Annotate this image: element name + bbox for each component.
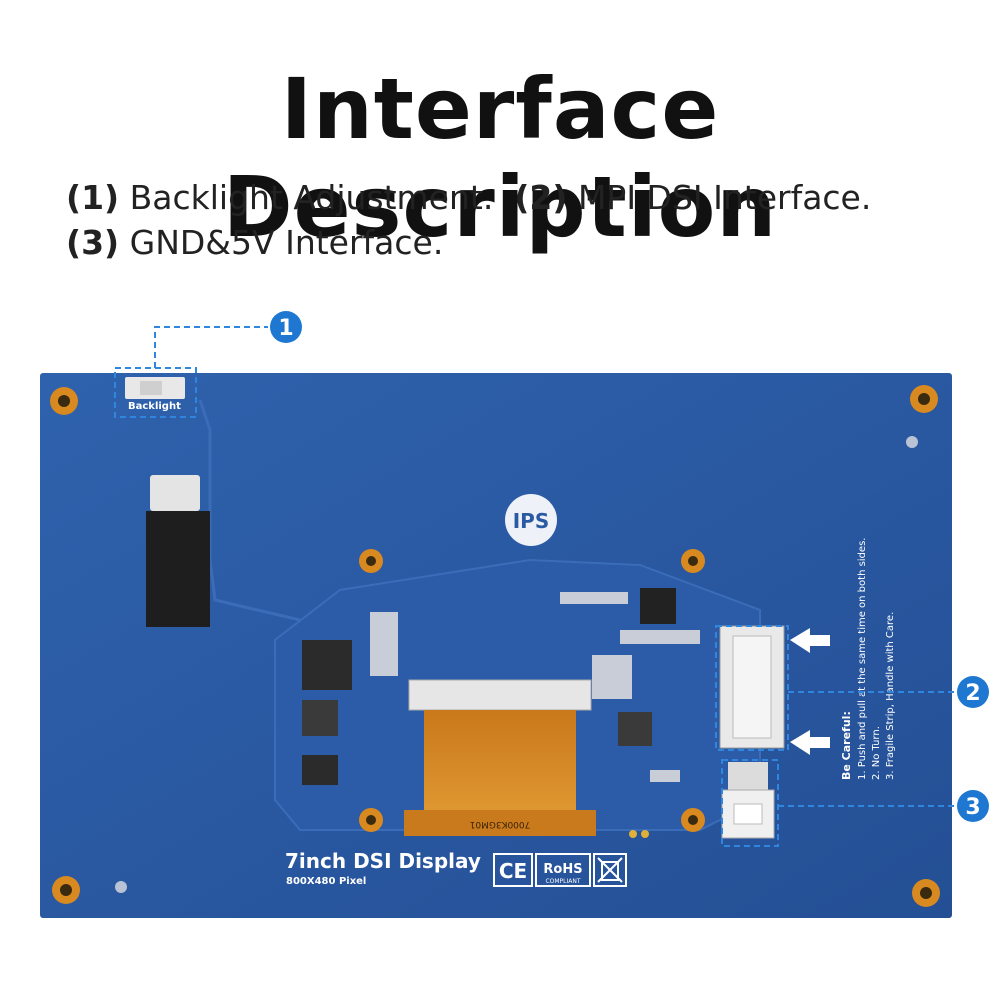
backlight-label: Backlight bbox=[128, 401, 181, 412]
warning-line-1: Be Careful: bbox=[840, 711, 853, 780]
mounting-hole-inner-3 bbox=[359, 808, 383, 832]
component-column bbox=[370, 612, 398, 676]
capacitor-row bbox=[620, 630, 700, 644]
marker-1: 1 bbox=[270, 311, 302, 343]
warning-line-3: 2. No Turn. bbox=[871, 726, 882, 780]
weee-bin-icon bbox=[593, 853, 627, 887]
left-connector bbox=[150, 475, 200, 511]
mounting-hole-inner-2 bbox=[681, 549, 705, 573]
description-text-1: Backlight Adjustment. bbox=[119, 178, 494, 217]
ips-badge bbox=[505, 494, 557, 546]
ribbon-cable bbox=[424, 710, 576, 820]
mounting-hole-bottom-right bbox=[912, 879, 940, 907]
dsi-connector-slot bbox=[732, 635, 772, 739]
description-number-1: (1) bbox=[66, 178, 120, 217]
ribbon-chip-label: 7000K3GM01 bbox=[470, 819, 531, 829]
product-name: 7inch DSI Display bbox=[285, 849, 481, 873]
marker-3: 3 bbox=[957, 790, 989, 822]
backlight-switch bbox=[125, 377, 185, 399]
via-bottom-left bbox=[115, 881, 127, 893]
mounting-hole-top-right bbox=[910, 385, 938, 413]
inductor-left bbox=[302, 700, 338, 736]
warning-line-4: 3. Fragile Strip, Handle with Care. bbox=[885, 612, 896, 780]
description-text-3: GND&5V Interface. bbox=[119, 223, 444, 262]
callout-leader-1 bbox=[154, 326, 268, 368]
description-text-2: MPI DSI Interface. bbox=[567, 178, 872, 217]
gold-pad-1 bbox=[629, 830, 637, 838]
mounting-hole-top-left bbox=[50, 387, 78, 415]
ips-badge-label: IPS bbox=[513, 509, 550, 533]
description-line-2: (3) GND&5V Interface. bbox=[66, 223, 443, 262]
marker-2-label: 2 bbox=[965, 681, 980, 706]
warning-line-2: 1. Push and pull at the same time on bot… bbox=[857, 538, 868, 780]
page-title: Interface Description bbox=[222, 60, 778, 256]
description-number-3: (3) bbox=[66, 223, 120, 262]
rohs-mark-label: RoHS bbox=[543, 862, 582, 877]
component-cluster-right bbox=[592, 655, 632, 699]
inductor-right bbox=[618, 712, 652, 746]
regulator-left bbox=[302, 755, 338, 785]
chip-top-right bbox=[640, 588, 676, 624]
callout-box-dsi bbox=[715, 625, 789, 751]
callout-box-power bbox=[721, 759, 779, 847]
rohs-compliant-label: COMPLIANT bbox=[545, 878, 580, 885]
chip-left bbox=[302, 640, 352, 690]
gold-pad-2 bbox=[641, 830, 649, 838]
ribbon-cable-end bbox=[404, 810, 596, 836]
push-arrow-bottom bbox=[790, 730, 830, 755]
mounting-hole-bottom-left bbox=[52, 876, 80, 904]
ce-mark: CE bbox=[493, 853, 533, 887]
ce-mark-label: CE bbox=[499, 859, 527, 883]
description-line-1: (1) Backlight Adjustment. (2) MPI DSI In… bbox=[66, 178, 871, 217]
warning-text: Be Careful: 1. Push and pull at the same… bbox=[840, 538, 896, 780]
marker-3-label: 3 bbox=[965, 795, 980, 820]
capacitor-small bbox=[650, 770, 680, 782]
power-connector bbox=[721, 762, 775, 839]
mounting-hole-inner-1 bbox=[359, 549, 383, 573]
rohs-mark: RoHS COMPLIANT bbox=[535, 853, 591, 887]
marker-1-label: 1 bbox=[278, 316, 293, 341]
resolution-label: 800X480 Pixel bbox=[286, 876, 366, 887]
marker-2: 2 bbox=[957, 676, 989, 708]
resistor-row bbox=[560, 592, 628, 604]
mounting-hole-inner-4 bbox=[681, 808, 705, 832]
black-tape bbox=[146, 511, 210, 627]
fpc-connector-center bbox=[408, 679, 592, 711]
push-arrow-top bbox=[790, 628, 830, 653]
via-top-right bbox=[906, 436, 918, 448]
description-number-2: (2) bbox=[514, 178, 568, 217]
